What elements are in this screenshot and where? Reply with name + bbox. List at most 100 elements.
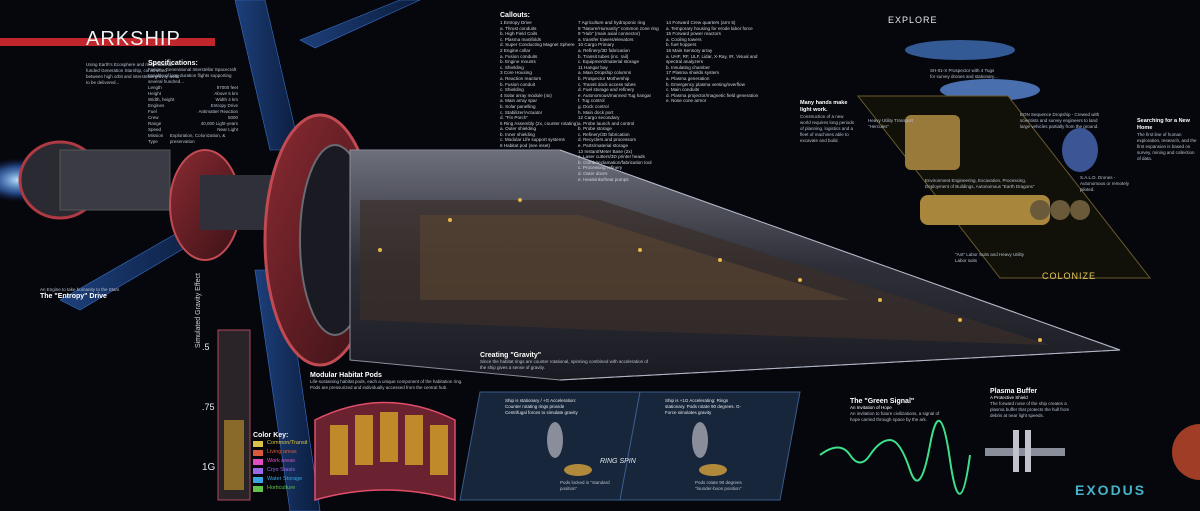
explore-text-panel: Searching for a New Home The first line …: [1137, 118, 1197, 162]
callout-item: a. Plasma generation: [666, 75, 710, 81]
colonize-text-heading: Many hands make light work.: [800, 100, 848, 113]
color-swatch: [253, 458, 263, 465]
callout-item: a. Main array spar: [500, 98, 538, 104]
gravity-state-2: Ship is +1G Accelerating: Rings stationa…: [665, 398, 741, 415]
page-title: ARKSHIP: [86, 28, 181, 50]
callout-item: b. Prospector Mothership: [578, 75, 630, 81]
callout-item: c. Main conduits: [666, 87, 700, 93]
specifications-heading: Specifications:: [148, 60, 198, 67]
plasma-buffer-panel: Plasma Buffer A Protective Shield The fo…: [990, 388, 1080, 419]
callout-item: a. Fusion conduits: [500, 53, 538, 59]
callout-item: 16 Main Sensory array: [666, 47, 713, 53]
callout-item: e. Heatsinks/heat pumps: [578, 176, 629, 182]
color-swatch: [253, 485, 263, 492]
callout-item: d. Recyclers and processors: [578, 137, 636, 143]
spec-label: Fuel: [148, 109, 157, 114]
spec-value: Exploration, Colonization, & preservatio…: [169, 133, 226, 144]
callout-item: 11 Hangar bay: [578, 64, 608, 70]
spec-label: Length: [148, 85, 162, 90]
callout-item: 4 Solar array module (4x): [500, 92, 552, 98]
callout-item: d. "Fin Porch": [500, 115, 529, 121]
explore-heading: EXPLORE: [888, 15, 938, 25]
pod-state-2: Pods rotate 90 degrees "lounder-boon pos…: [695, 480, 742, 491]
pod-state-1: Pods locked in "standard position": [560, 480, 610, 491]
color-key-label: Common/Transit: [267, 440, 308, 446]
callout-item: a. Outer shielding: [500, 126, 537, 132]
callout-item: e. Parts/material storage: [578, 143, 629, 149]
color-swatch: [253, 449, 263, 456]
callout-item: c. Refinery/3D fabrication: [578, 131, 630, 137]
callout-item: b. Insulating chamber: [666, 64, 710, 70]
colonize-heavy-lift: Heavy Utility Transport "Hercules": [868, 118, 914, 129]
solar-array-right: [299, 0, 421, 49]
callout-item: a. Main Dropship columns: [578, 70, 632, 76]
callout-item: 9 "Hub" (main axial connector): [578, 31, 640, 37]
callout-item: c. Stabilizer/Actuator: [500, 109, 543, 115]
ring-spin-label: RING SPIN: [600, 458, 636, 465]
specifications-subtitle: Fusion - Generational Interstellar Space…: [148, 67, 237, 84]
spec-label: Crew: [148, 115, 159, 120]
spec-value: Near Light: [217, 127, 238, 132]
color-key-heading: Color Key:: [253, 432, 289, 439]
callout-item: 15 Forward power reactors: [666, 31, 721, 37]
spec-value: Above 5 km: [214, 91, 238, 96]
habitat-pods-panel: Modular Habitat Pods Life-sustaining hab…: [310, 372, 470, 391]
explore-text-body: The first line of human exploration, res…: [1137, 132, 1197, 161]
color-key-label: Cryo Stasis: [267, 467, 296, 473]
spec-value: 40,000 Light-years: [200, 121, 238, 126]
colonize-engineering: Environment Engineering, Excavation, Pro…: [925, 178, 1035, 189]
spec-label: Width, height: [148, 97, 175, 102]
callout-item: c. Shielding: [500, 87, 524, 93]
callout-item: a. UHF, RF, ULF, Lidar, X-Ray, IR, Visua…: [666, 53, 758, 65]
gravity-tick-2: .75: [202, 402, 215, 412]
callout-item: b. Probe storage: [578, 126, 612, 132]
green-signal-subheading: An Invitation of Hope: [850, 405, 892, 410]
callout-item: e. Nose cone armor: [666, 98, 707, 104]
explore-prospector-text: SH-01-X Prospector with 4 Tugs for surve…: [930, 68, 998, 79]
callout-item: 10 Cargo Primary: [578, 42, 614, 48]
plasma-buffer-body: The forward nose of the ship creates a p…: [990, 401, 1070, 418]
title-accent-bar: [0, 38, 215, 46]
solar-array-upper: [234, 0, 301, 151]
callout-item: g. Dock control: [578, 103, 609, 109]
colonize-text-panel: Many hands make light work. Construction…: [800, 100, 855, 144]
callout-item: 13 Instant/Meter Base (2x): [578, 148, 633, 154]
callout-item: d. Super Conducting Magnet Sphere: [500, 42, 575, 48]
spec-label: Engines: [148, 103, 165, 108]
color-key-item: Living areas: [253, 448, 323, 457]
plasma-buffer-subheading: A Protective Shield: [990, 395, 1028, 400]
callout-item: c. Modular Life support systems: [500, 137, 565, 143]
callout-item: a. Reaction reactors: [500, 75, 542, 81]
color-key-item: Cryo Stasis: [253, 466, 323, 475]
habitat-pods-heading: Modular Habitat Pods: [310, 372, 382, 379]
plasma-buffer-heading: Plasma Buffer: [990, 388, 1038, 395]
callout-item: d. Outer doors: [578, 171, 608, 177]
color-key-item: Horticulture: [253, 484, 323, 493]
callout-item: c. Transit dock access tubes: [578, 81, 636, 87]
creating-gravity-body: Since the habitat rings are counter rota…: [480, 359, 649, 370]
callouts-heading: Callouts:: [500, 12, 530, 19]
color-key-item: Water Storage: [253, 475, 323, 484]
callout-item: 7 Agriculture and hydroponic ring: [578, 20, 646, 25]
explore-text-heading: Searching for a New Home: [1137, 118, 1190, 131]
callout-item: b. fuel hoppers: [666, 42, 697, 48]
callout-item: c. Plasma manifolds: [500, 36, 542, 42]
callout-item: a. Thrust conduits: [500, 25, 537, 31]
colonize-hauler: "Ant" Labor Suits and Heavy Utility Labo…: [955, 252, 1024, 263]
creating-gravity-panel: Creating "Gravity" Since the habitat rin…: [480, 352, 650, 371]
callout-item: a. Temporary housing for erode labor for…: [666, 25, 753, 31]
entropy-drive-heading: The "Entropy" Drive: [40, 293, 107, 300]
callout-item: b. Comb/reclamation/fabrication tool: [578, 159, 652, 165]
